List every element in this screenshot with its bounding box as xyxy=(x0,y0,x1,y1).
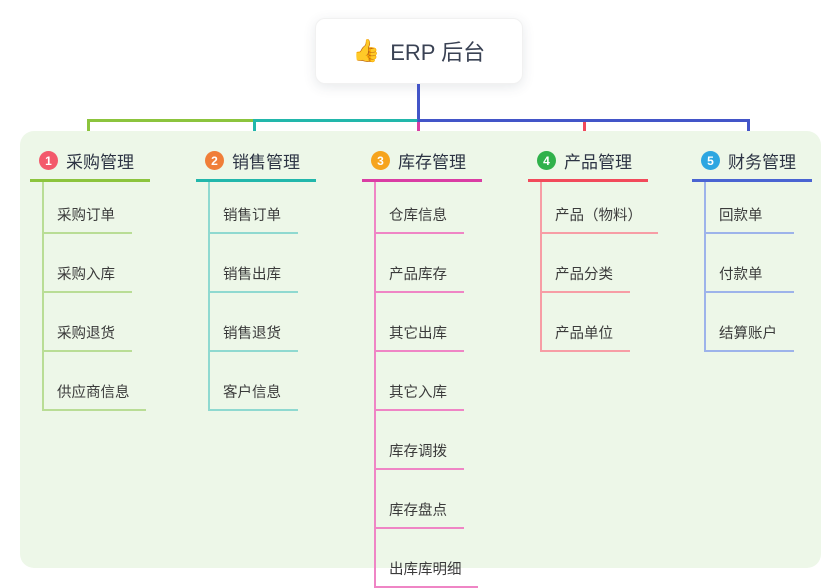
bus-segment-right xyxy=(417,119,750,122)
child-node[interactable]: 产品（物料） xyxy=(542,182,658,234)
branch-number-badge: 3 xyxy=(371,151,390,170)
child-node[interactable]: 库存盘点 xyxy=(376,470,464,529)
branch-inventory: 3 库存管理 仓库信息 产品库存 其它出库 其它入库 库存调拨 库存盘点 出库库… xyxy=(362,148,482,588)
branch-procurement: 1 采购管理 采购订单 采购入库 采购退货 供应商信息 xyxy=(30,148,150,411)
branch-title[interactable]: 5 财务管理 xyxy=(692,148,812,182)
branch-label: 产品管理 xyxy=(564,153,632,172)
bus-segment-sales xyxy=(253,119,419,122)
branch-children: 回款单 付款单 结算账户 xyxy=(704,182,812,352)
child-node[interactable]: 供应商信息 xyxy=(44,352,146,411)
branch-finance: 5 财务管理 回款单 付款单 结算账户 xyxy=(692,148,812,352)
child-node[interactable]: 采购订单 xyxy=(44,182,132,234)
child-node[interactable]: 其它出库 xyxy=(376,293,464,352)
branch-product: 4 产品管理 产品（物料） 产品分类 产品单位 xyxy=(528,148,658,352)
branch-title[interactable]: 3 库存管理 xyxy=(362,148,482,182)
child-node[interactable]: 其它入库 xyxy=(376,352,464,411)
thumbs-up-icon: 👍 xyxy=(352,38,381,63)
child-node[interactable]: 出库库明细 xyxy=(376,529,478,588)
child-node[interactable]: 付款单 xyxy=(706,234,794,293)
branch-number-badge: 5 xyxy=(701,151,720,170)
child-node[interactable]: 库存调拨 xyxy=(376,411,464,470)
child-node[interactable]: 产品分类 xyxy=(542,234,630,293)
branch-label: 销售管理 xyxy=(232,153,300,172)
branch-children: 采购订单 采购入库 采购退货 供应商信息 xyxy=(42,182,150,411)
branch-children: 仓库信息 产品库存 其它出库 其它入库 库存调拨 库存盘点 出库库明细 xyxy=(374,182,482,588)
branch-label: 采购管理 xyxy=(66,153,134,172)
child-node[interactable]: 销售出库 xyxy=(210,234,298,293)
branch-children: 产品（物料） 产品分类 产品单位 xyxy=(540,182,658,352)
branch-title[interactable]: 2 销售管理 xyxy=(196,148,316,182)
bus-segment-procurement xyxy=(87,119,255,122)
branch-number-badge: 2 xyxy=(205,151,224,170)
child-node[interactable]: 仓库信息 xyxy=(376,182,464,234)
child-node[interactable]: 采购退货 xyxy=(44,293,132,352)
root-node[interactable]: 👍 ERP 后台 xyxy=(315,18,523,84)
child-node[interactable]: 回款单 xyxy=(706,182,794,234)
child-node[interactable]: 结算账户 xyxy=(706,293,794,352)
branch-label: 财务管理 xyxy=(728,153,796,172)
branch-label: 库存管理 xyxy=(398,153,466,172)
child-node[interactable]: 产品单位 xyxy=(542,293,630,352)
branch-number-badge: 4 xyxy=(537,151,556,170)
child-node[interactable]: 客户信息 xyxy=(210,352,298,411)
branch-title[interactable]: 4 产品管理 xyxy=(528,148,648,182)
child-node[interactable]: 采购入库 xyxy=(44,234,132,293)
branch-sales: 2 销售管理 销售订单 销售出库 销售退货 客户信息 xyxy=(196,148,316,411)
branches-panel: 1 采购管理 采购订单 采购入库 采购退货 供应商信息 2 销售管理 销售订单 … xyxy=(20,131,821,588)
child-node[interactable]: 产品库存 xyxy=(376,234,464,293)
branch-number-badge: 1 xyxy=(39,151,58,170)
root-connector-line xyxy=(417,84,420,121)
child-node[interactable]: 销售退货 xyxy=(210,293,298,352)
child-node[interactable]: 销售订单 xyxy=(210,182,298,234)
branch-title[interactable]: 1 采购管理 xyxy=(30,148,150,182)
branch-children: 销售订单 销售出库 销售退货 客户信息 xyxy=(208,182,316,411)
root-label: ERP 后台 xyxy=(390,40,486,65)
